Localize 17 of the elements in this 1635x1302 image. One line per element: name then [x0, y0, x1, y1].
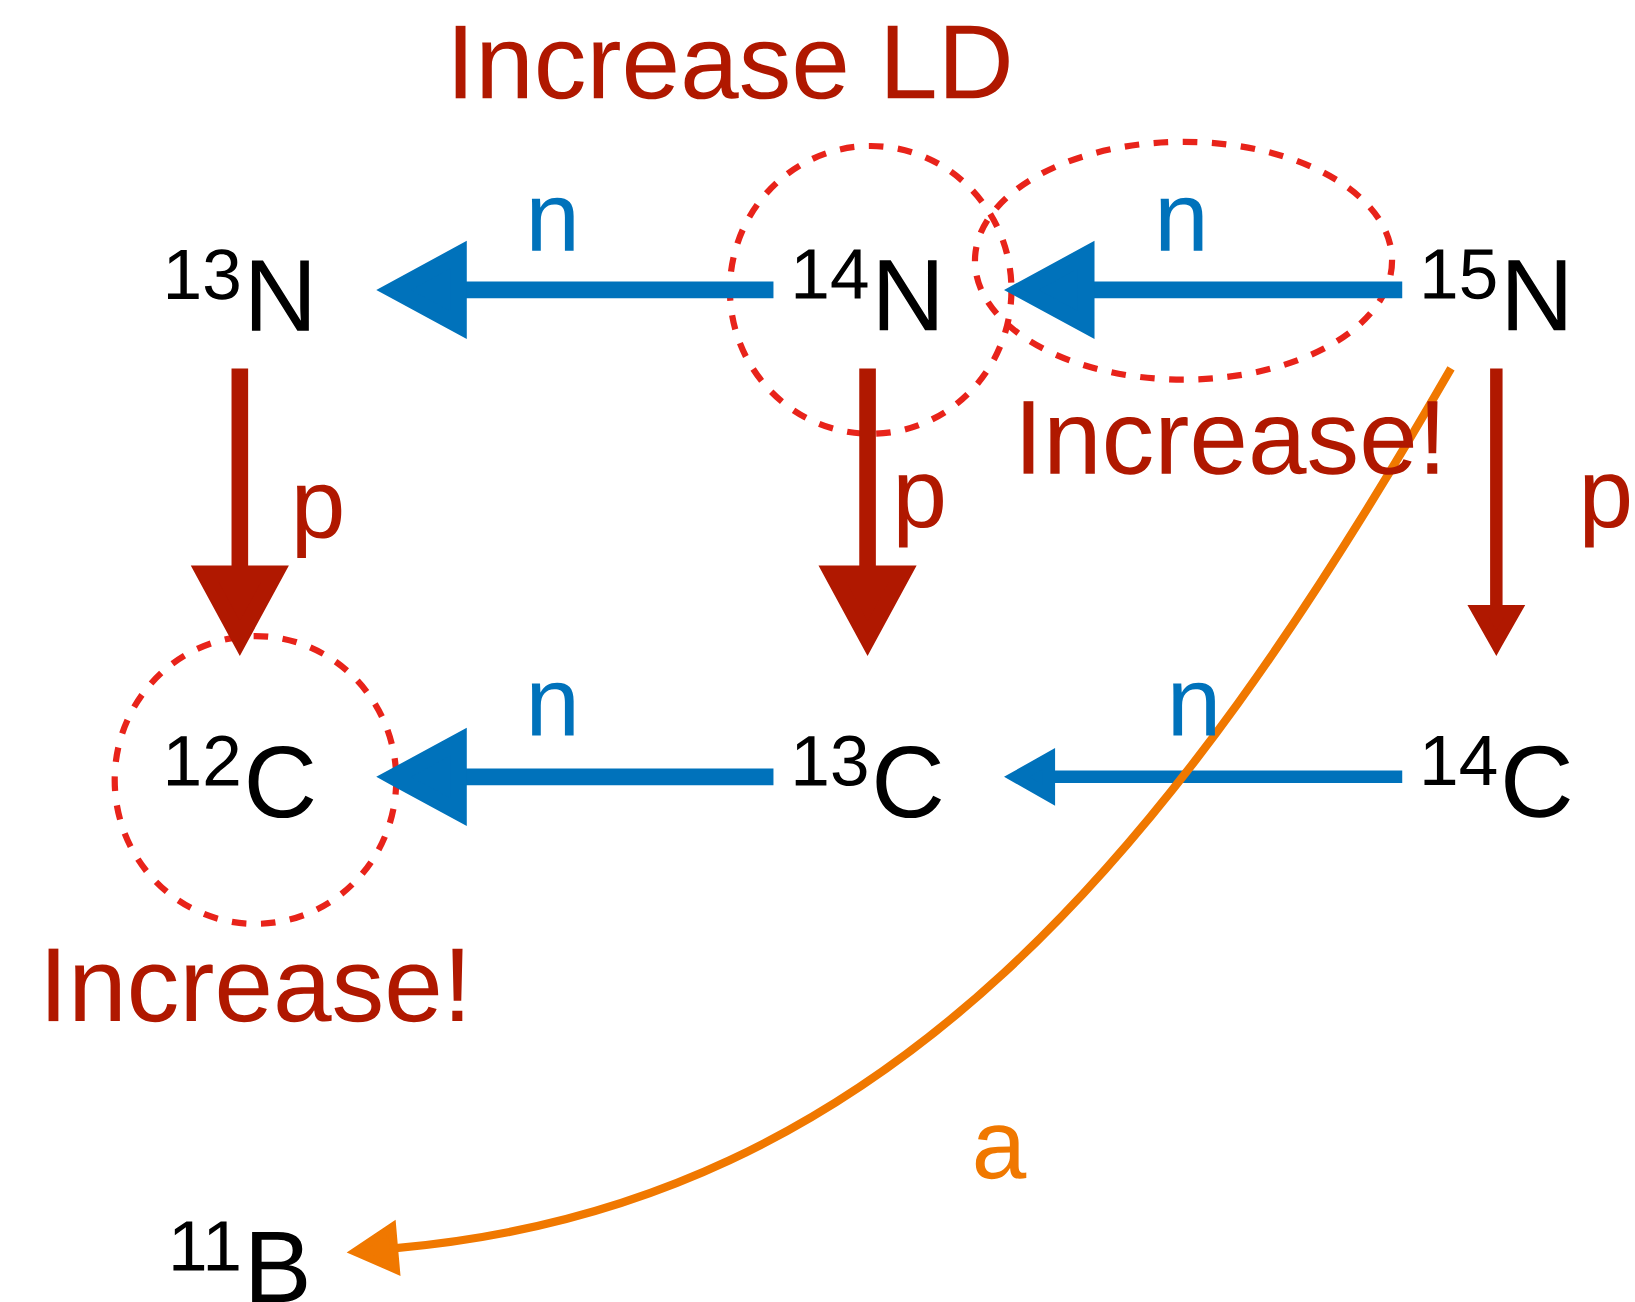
- nuclide-label: $^{13}$N: [168, 248, 309, 331]
- edge-label: p: [898, 474, 943, 548]
- nuclide-label: $^{14}$N: [795, 249, 937, 331]
- edge-label: n: [531, 197, 574, 251]
- edge-label: n: [531, 682, 574, 736]
- note-text: Increase!: [48, 948, 463, 1022]
- edge-label: n: [1160, 197, 1203, 251]
- nuclide-label: $^{13}$C: [795, 735, 941, 818]
- edge-label: n: [1173, 682, 1215, 736]
- nuclide-label: $^{14}$C: [1424, 735, 1570, 818]
- edge-label: p: [297, 484, 342, 558]
- note-text: Increase LD: [455, 25, 1009, 100]
- nuclide-label: $^{12}$C: [168, 735, 314, 818]
- edge-label: a: [975, 1125, 1027, 1179]
- nuclide-label: $^{11}$B: [173, 1221, 307, 1302]
- edge-label: p: [1584, 474, 1630, 548]
- nuclide-label: $^{15}$N: [1424, 249, 1566, 331]
